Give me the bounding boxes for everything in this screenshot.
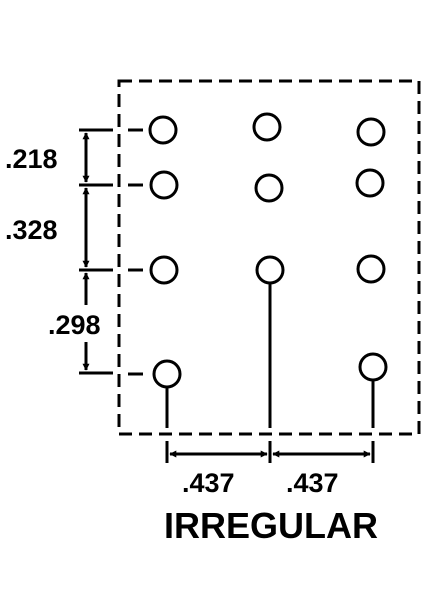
dim-label-298: .298 — [48, 310, 101, 340]
holes — [148, 112, 388, 389]
hole-r4-c3 — [358, 352, 388, 382]
row-leader-dashes — [128, 128, 143, 376]
hole-r2-c2 — [254, 173, 284, 203]
dim-label-218: .218 — [5, 144, 58, 174]
dim-label-328: .328 — [5, 215, 58, 245]
part-outline — [117, 79, 421, 436]
hole-r2-c1 — [149, 170, 179, 200]
dim-label-437-right: .437 — [286, 468, 339, 498]
hole-r1-c2 — [252, 112, 282, 142]
hole-r3-c2 — [255, 255, 285, 285]
vertical-extension-lines — [79, 128, 113, 375]
hole-r4-c1 — [152, 359, 182, 389]
hole-r3-c1 — [149, 255, 179, 285]
horizontal-extension-lines — [165, 284, 375, 463]
hole-r2-c3 — [355, 168, 385, 198]
hole-r1-c3 — [356, 117, 386, 147]
hole-r1-c1 — [148, 115, 178, 145]
diagram-caption: IRREGULAR — [164, 505, 378, 546]
hole-r3-c3 — [356, 254, 386, 284]
dim-label-437-left: .437 — [182, 468, 235, 498]
